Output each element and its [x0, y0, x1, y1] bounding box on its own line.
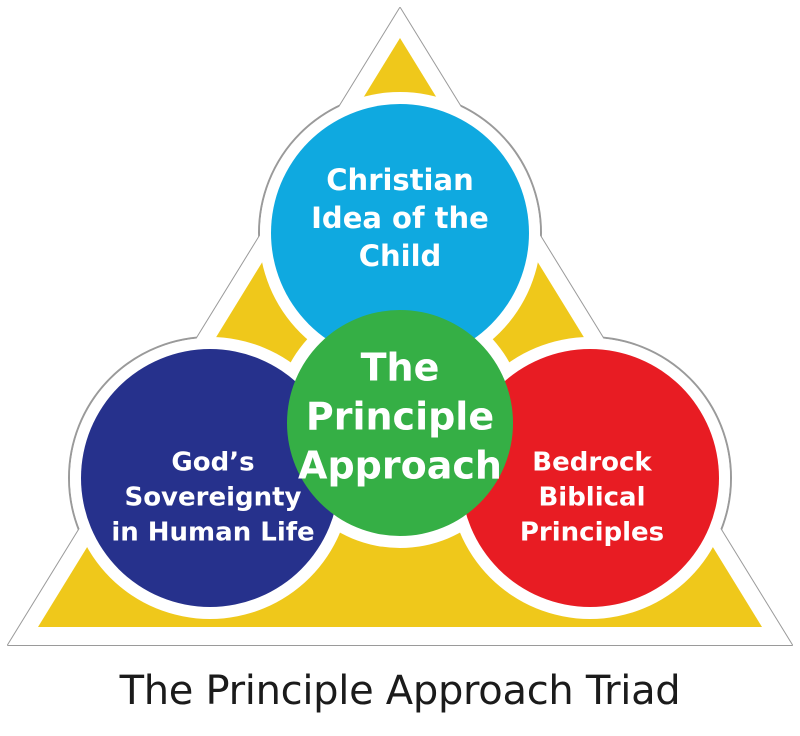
diagram-caption: The Principle Approach Triad — [119, 668, 681, 714]
node-top-label-line-2: Idea of the — [311, 201, 489, 235]
node-right-label-line-2: Biblical — [538, 483, 645, 513]
node-left-label-line-1: God’s — [171, 448, 254, 478]
node-center-label-line-2: Principle — [306, 395, 494, 439]
node-right-label-line-1: Bedrock — [532, 448, 652, 478]
node-left-label-line-3: in Human Life — [111, 518, 314, 548]
node-right-label-line-3: Principles — [520, 518, 664, 548]
node-top-label-line-3: Child — [359, 239, 442, 273]
node-center-label-line-3: Approach — [298, 444, 502, 488]
node-top-label-line-1: Christian — [326, 163, 473, 197]
node-circle-right[interactable]: Bedrock Biblical Principles — [461, 349, 719, 607]
node-circle-top[interactable]: Christian Idea of the Child — [271, 104, 529, 362]
node-circle-center[interactable]: The Principle Approach — [287, 310, 513, 536]
node-left-label-line-2: Sovereignty — [124, 483, 301, 513]
triad-graphic: Christian Idea of the Child God’s Sovere… — [7, 7, 793, 646]
node-center-label-line-1: The — [361, 346, 440, 390]
node-circle-left[interactable]: God’s Sovereignty in Human Life — [81, 349, 339, 607]
